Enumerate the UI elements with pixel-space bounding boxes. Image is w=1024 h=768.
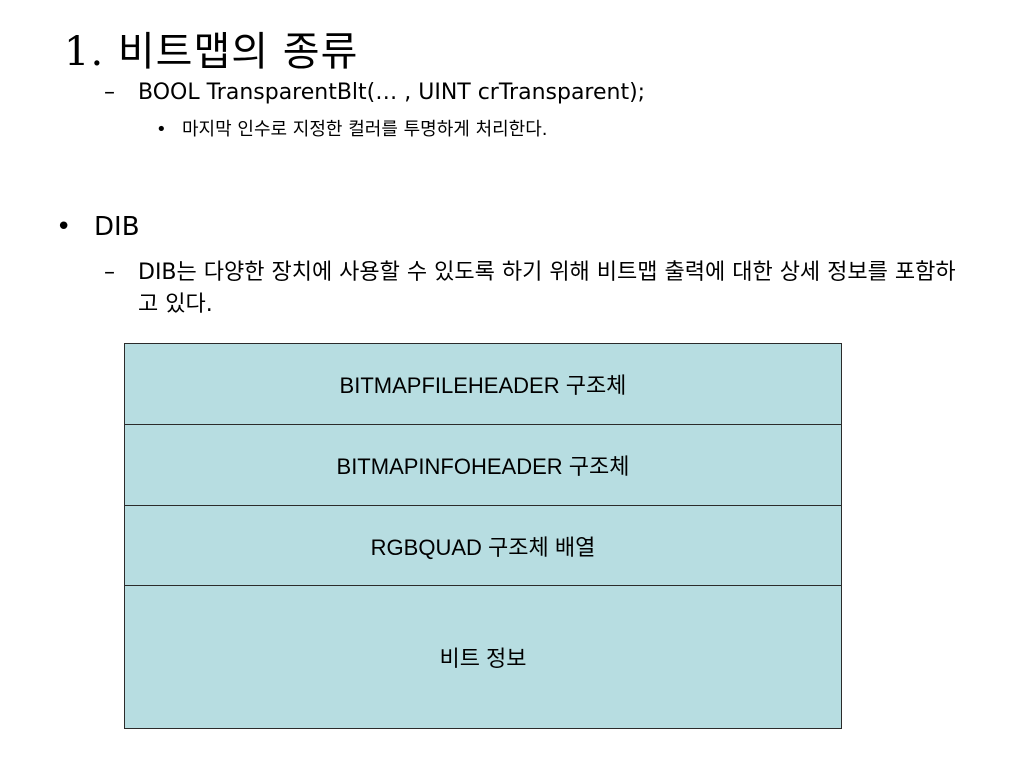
dib-description: DIB는 다양한 장치에 사용할 수 있도록 하기 위해 비트맵 출력에 대한 … <box>138 260 956 317</box>
dash-marker: – <box>104 80 115 105</box>
bitmapinfoheader-block: BITMAPINFOHEADER 구조체 <box>125 425 841 506</box>
bit-data-block: 비트 정보 <box>439 646 527 671</box>
transparentblt-note-line: • 마지막 인수로 지정한 컬러를 투명하게 처리한다. <box>156 117 548 143</box>
transparentblt-note: 마지막 인수로 지정한 컬러를 투명하게 처리한다. <box>182 119 548 140</box>
bitmapfileheader-block: BITMAPFILEHEADER 구조체 <box>125 344 841 425</box>
rgbquad-block: RGBQUAD 구조체 배열 <box>125 506 841 586</box>
bullet-marker: • <box>56 212 72 242</box>
transparentblt-signature: BOOL TransparentBlt(… , UINT crTranspare… <box>138 80 646 105</box>
bullet-marker: • <box>156 119 167 140</box>
dib-structure-diagram: BITMAPFILEHEADER 구조체 BITMAPINFOHEADER 구조… <box>124 343 842 729</box>
transparentblt-line: –BOOL TransparentBlt(… , UINT crTranspar… <box>104 78 645 108</box>
slide-title: 1. 비트맵의 종류 <box>64 29 359 75</box>
dib-description-line: – DIB는 다양한 장치에 사용할 수 있도록 하기 위해 비트맵 출력에 대… <box>104 257 964 321</box>
dash-marker: – <box>104 260 115 285</box>
dib-bullet: • DIB <box>56 210 140 244</box>
dib-heading: DIB <box>94 212 140 242</box>
